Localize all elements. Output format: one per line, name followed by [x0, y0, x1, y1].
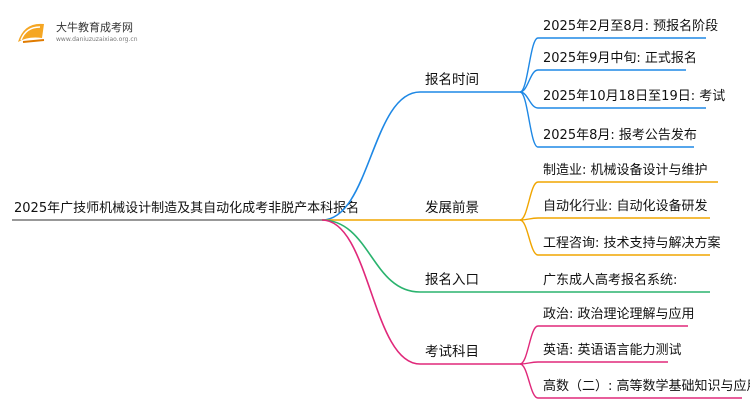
leaf-manufacturing: 制造业: 机械设备设计与维护	[543, 162, 708, 178]
branch-label: 发展前景	[425, 199, 479, 216]
logo-name: 大牛教育成考网	[56, 21, 133, 34]
leaf-politics: 政治: 政治理论理解与应用	[543, 306, 695, 322]
book-icon	[18, 23, 45, 43]
leaf-exam-date: 2025年10月18日至19日: 考试	[543, 89, 725, 104]
leaf-announcement: 2025年8月: 报考公告发布	[543, 127, 697, 143]
branch-label: 报名时间	[425, 72, 479, 88]
branch-career-prospects: 发展前景 制造业: 机械设备设计与维护 自动化行业: 自动化设备研发 工程咨询:…	[322, 162, 721, 256]
branch-label: 考试科目	[425, 344, 479, 360]
leaf-math: 高数（二）: 高等数学基础知识与应用	[543, 378, 750, 394]
logo-url: www.daniuzuzaixiao.org.cn	[56, 36, 138, 43]
leaf-pre-registration: 2025年2月至8月: 预报名阶段	[543, 18, 718, 34]
leaf-registration-system: 广东成人高考报名系统:	[543, 272, 677, 288]
site-logo: 大牛教育成考网 www.daniuzuzaixiao.org.cn	[14, 16, 154, 50]
leaf-formal-registration: 2025年9月中旬: 正式报名	[543, 50, 697, 66]
leaf-english: 英语: 英语语言能力测试	[543, 343, 682, 358]
leaf-consulting: 工程咨询: 技术支持与解决方案	[543, 235, 721, 251]
branch-registration-portal: 报名入口 广东成人高考报名系统:	[321, 219, 710, 293]
branch-label: 报名入口	[425, 272, 479, 288]
root-topic: 2025年广技师机械设计制造及其自动化成考非脱产本科报名	[14, 200, 359, 216]
branch-exam-subjects: 考试科目 政治: 政治理论理解与应用 英语: 英语语言能力测试 高数（二）: 高…	[321, 219, 750, 399]
branch-registration-time: 报名时间 2025年2月至8月: 预报名阶段 2025年9月中旬: 正式报名 2…	[321, 18, 725, 221]
leaf-automation: 自动化行业: 自动化设备研发	[543, 198, 708, 214]
